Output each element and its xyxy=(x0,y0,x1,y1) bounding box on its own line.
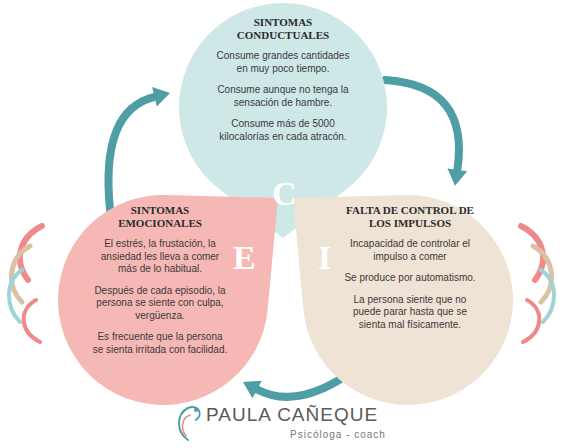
arrow-line xyxy=(385,80,459,170)
brand-name: PAULA CAÑEQUE xyxy=(206,404,378,426)
petal-text: Consume grandes cantidades en muy poco t… xyxy=(211,50,355,75)
petal-text: Es frecuente que la persona se sienta ir… xyxy=(92,331,228,356)
petal-text: Se produce por automatismo. xyxy=(340,272,480,285)
cycle-arrow xyxy=(385,80,467,186)
petal-text: Consume más de 5000 kilocalorías en cada… xyxy=(211,118,355,143)
cycle-arrow xyxy=(108,87,170,210)
text-column: SINTOMAS CONDUCTUALES Consume grandes can… xyxy=(211,16,355,152)
peacock-logo xyxy=(179,407,200,440)
petal-outline xyxy=(58,195,278,405)
petal-heading: SINTOMAS CONDUCTUALES xyxy=(211,16,355,42)
petal-outline xyxy=(293,195,513,405)
text-column: SINTOMAS EMOCIONALES El estrés, la frusta… xyxy=(92,204,228,365)
petal-text: Incapacidad de controlar el impulso a co… xyxy=(340,238,480,263)
cycle-arrow xyxy=(243,380,339,398)
petal-node: SINTOMAS EMOCIONALES El estrés, la frusta… xyxy=(53,190,283,405)
petal-text: Consume aunque no tenga la sensación de … xyxy=(211,84,355,109)
petal-text: La persona siente que no puede parar has… xyxy=(340,294,480,332)
initial-letter: I xyxy=(318,240,331,276)
petal-heading: FALTA DE CONTROL DE LOS IMPULSOS xyxy=(340,204,480,230)
arrow-head xyxy=(243,381,262,399)
petal-heading: SINTOMAS EMOCIONALES xyxy=(92,204,228,230)
petal-text: Después de cada episodio, la persona se … xyxy=(92,285,228,323)
arrow-line xyxy=(257,380,339,397)
initial-letter: E xyxy=(233,240,256,276)
petal-node: FALTA DE CONTROL DE LOS IMPULSOS Incapaci… xyxy=(288,190,518,405)
brand-subtitle: Psicóloga - coach xyxy=(290,429,386,440)
initial-letter: C xyxy=(272,176,297,212)
arrow-head xyxy=(152,87,170,106)
arrow-head xyxy=(447,168,467,185)
text-column: FALTA DE CONTROL DE LOS IMPULSOS Incapaci… xyxy=(340,204,480,340)
arrow-line xyxy=(108,97,154,210)
petal-text: El estrés, la frustación, la ansiedad le… xyxy=(92,238,228,276)
